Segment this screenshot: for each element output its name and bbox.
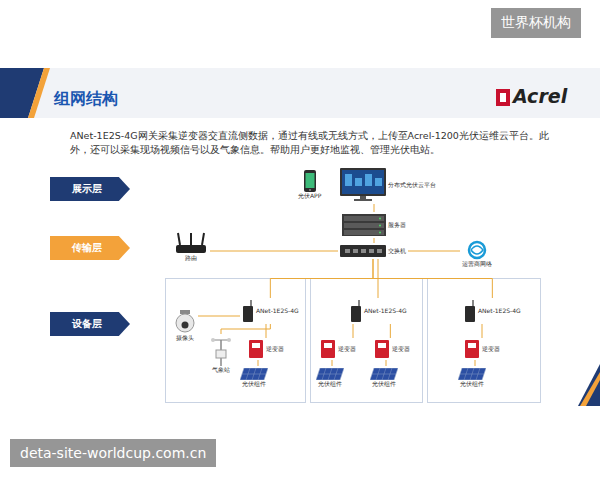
watermark: deta-site-worldcup.com.cn (10, 439, 216, 467)
node-label: 运营商网络 (462, 261, 492, 268)
node-label: 逆变器 (482, 346, 500, 353)
gateway: ANet-1E2S-4G (348, 298, 409, 324)
node-label: ANet-1E2S-4G (364, 308, 407, 315)
corner-accent (578, 364, 600, 406)
network-link (475, 360, 476, 366)
cloud-platform: 分布式光伏云平台 (338, 166, 438, 204)
pv-module: 光伏组件 (314, 366, 346, 390)
network-link (270, 259, 373, 298)
node-label: 逆变器 (338, 346, 356, 353)
gateway-icon (242, 300, 254, 322)
inverter-icon (248, 340, 264, 358)
layer-tag: 设备层 (50, 312, 130, 336)
monitor-icon (340, 168, 386, 202)
network-link (386, 360, 387, 366)
node-label: 光伏组件 (460, 381, 484, 388)
phone-icon (303, 170, 317, 192)
gateway: ANet-1E2S-4G (462, 298, 523, 324)
pv-module: 光伏组件 (238, 366, 270, 390)
layer-tag: 展示层 (50, 177, 130, 201)
corner-stripe (580, 372, 600, 406)
router: 路由 (172, 230, 210, 264)
node-label: 逆变器 (392, 346, 410, 353)
node-label: 光伏组件 (372, 381, 396, 388)
device-zone-panels (166, 279, 541, 403)
watermark: 世界杯机构 (491, 8, 581, 38)
pv-module: 光伏组件 (368, 366, 400, 390)
node-label: 逆变器 (266, 346, 284, 353)
app-phone: 光伏APP (296, 168, 323, 202)
network-link (258, 360, 259, 366)
brand-logo: Acrel (513, 85, 567, 107)
node-label: 服务器 (388, 222, 406, 229)
network-link (210, 251, 338, 252)
node-label: 气象站 (212, 367, 230, 374)
gateway: ANet-1E2S-4G (240, 298, 301, 324)
camera-icon (174, 310, 196, 334)
corner-stripe (28, 68, 50, 118)
router-icon (174, 232, 208, 254)
network-link (374, 204, 375, 212)
switch-icon (340, 245, 386, 257)
panel-icon (316, 368, 344, 380)
layer-tag: 传输层 (50, 236, 130, 260)
slide-title: 组网结构 (54, 89, 118, 110)
network-switch: 交换机 (338, 243, 408, 259)
network-link (373, 259, 492, 298)
node-label: 光伏组件 (318, 381, 342, 388)
node-label: 传输层 (72, 242, 102, 254)
network-link (198, 316, 240, 317)
network-link (408, 251, 460, 252)
node-label: 光伏APP (298, 193, 321, 200)
network-link (390, 324, 391, 338)
tower-icon (465, 240, 489, 260)
server: 服务器 (340, 212, 408, 238)
pv-module: 光伏组件 (456, 366, 488, 390)
carrier-network: 运营商网络 (460, 238, 494, 270)
network-link (353, 324, 354, 338)
panel-icon (240, 368, 268, 380)
weather-station: 气象站 (208, 334, 234, 376)
inverter: 逆变器 (462, 338, 502, 360)
inverter: 逆变器 (372, 338, 412, 360)
inverter: 逆变器 (246, 338, 286, 360)
gateway-icon (464, 300, 476, 322)
panel-icon (458, 368, 486, 380)
weather-icon (210, 336, 232, 366)
node-label: ANet-1E2S-4G (256, 308, 299, 315)
panel-icon (370, 368, 398, 380)
network-link (482, 324, 483, 338)
network-link (332, 360, 333, 366)
intro-paragraph: ANet-1E2S-4G网关采集逆变器交直流侧数据，通过有线或无线方式，上传至A… (70, 129, 560, 157)
inverter: 逆变器 (318, 338, 358, 360)
node-label: 光伏组件 (242, 381, 266, 388)
node-label: 路由 (185, 255, 197, 262)
inverter-icon (374, 340, 390, 358)
node-label: ANet-1E2S-4G (478, 308, 521, 315)
inverter-icon (320, 340, 336, 358)
header-band (0, 68, 600, 118)
server-icon (342, 214, 386, 236)
acrel-logo-mark (496, 89, 510, 106)
node-label: 摄像头 (176, 335, 194, 342)
network-link (374, 238, 375, 243)
node-label: 交换机 (388, 248, 406, 255)
camera: 摄像头 (172, 308, 198, 344)
node-label: 展示层 (72, 183, 102, 195)
network-link (266, 324, 267, 338)
inverter-icon (464, 340, 480, 358)
gateway-icon (350, 300, 362, 322)
network-link (221, 324, 270, 334)
node-label: 分布式光伏云平台 (388, 182, 436, 189)
node-label: 设备层 (72, 318, 102, 330)
